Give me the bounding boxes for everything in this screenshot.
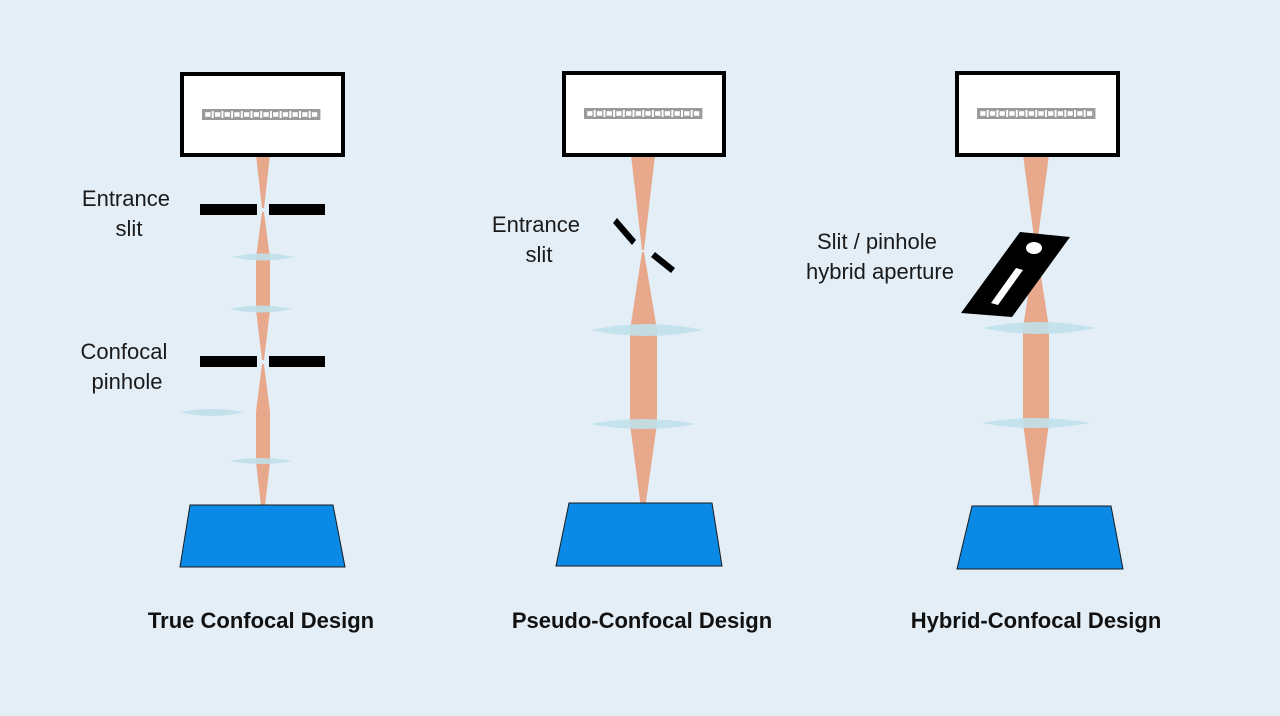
detector-pixel bbox=[1008, 109, 1016, 117]
detector bbox=[562, 71, 726, 157]
label-entrance-slit: Entrance slit bbox=[492, 212, 586, 267]
detector-pixel bbox=[233, 110, 241, 118]
sample-stage bbox=[555, 502, 723, 567]
lens bbox=[230, 458, 292, 464]
panel-title: Hybrid-Confocal Design bbox=[911, 608, 1162, 633]
panel-title: Pseudo-Confocal Design bbox=[512, 608, 772, 633]
lenses bbox=[590, 324, 703, 429]
detector-pixel bbox=[585, 109, 594, 117]
detector-pixel bbox=[634, 109, 643, 117]
detector-pixel bbox=[1017, 109, 1026, 117]
detector-pixel bbox=[682, 109, 691, 117]
lens bbox=[590, 419, 696, 429]
confocal-pinhole bbox=[200, 356, 325, 367]
detector-pixel bbox=[988, 109, 997, 117]
lens bbox=[983, 322, 1096, 334]
detector-pixel bbox=[252, 110, 261, 118]
detector bbox=[180, 72, 345, 157]
detector-pixel bbox=[310, 110, 319, 118]
detector-pixel bbox=[271, 110, 280, 118]
detector-pixel bbox=[262, 110, 270, 118]
sample-stage bbox=[956, 505, 1124, 570]
lenses bbox=[982, 322, 1096, 428]
detector-pixel bbox=[204, 110, 212, 118]
detector-pixel bbox=[978, 109, 987, 117]
detector-pixel bbox=[301, 110, 309, 118]
detector-pixel bbox=[1037, 109, 1045, 117]
lenses bbox=[180, 253, 294, 464]
detector-pixel bbox=[1075, 109, 1084, 117]
detector-pixel bbox=[1027, 109, 1036, 117]
entrance-slit bbox=[200, 204, 325, 215]
detector-pixel bbox=[663, 109, 672, 117]
panel-true-confocal: Entrance slit Confocal pinhole True Conf… bbox=[81, 72, 374, 633]
entrance-slit bbox=[613, 218, 675, 273]
detector-pixel bbox=[653, 109, 662, 117]
detector-pixel bbox=[281, 110, 290, 118]
detector-pixel bbox=[624, 109, 633, 117]
detector-pixel bbox=[998, 109, 1007, 117]
lens bbox=[230, 305, 292, 313]
detector-pixel-array bbox=[977, 108, 1096, 119]
detector bbox=[955, 71, 1120, 157]
light-beam bbox=[630, 155, 657, 516]
detector-pixel bbox=[291, 110, 299, 118]
detector-pixel bbox=[1056, 109, 1065, 117]
detector-pixel bbox=[595, 109, 604, 117]
panel-title: True Confocal Design bbox=[148, 608, 374, 633]
detector-pixel bbox=[692, 109, 701, 117]
lens bbox=[180, 409, 244, 416]
label-hybrid-aperture: Slit / pinhole hybrid aperture bbox=[806, 229, 954, 284]
detector-pixel bbox=[1046, 109, 1055, 117]
detector-pixel-array bbox=[584, 108, 703, 119]
label-confocal-pinhole: Confocal pinhole bbox=[81, 339, 174, 394]
panel-hybrid-confocal: Slit / pinhole hybrid aperture Hybrid-Co… bbox=[806, 71, 1162, 633]
label-entrance-slit: Entrance slit bbox=[82, 186, 176, 241]
detector-pixel bbox=[242, 110, 251, 118]
detector-pixel bbox=[615, 109, 623, 117]
light-beam bbox=[256, 155, 270, 515]
detector-pixel bbox=[213, 110, 222, 118]
lens bbox=[591, 324, 703, 336]
detector-pixel bbox=[223, 110, 232, 118]
panel-pseudo-confocal: Entrance slit Pseudo-Confocal Design bbox=[492, 71, 772, 633]
light-beam bbox=[1023, 155, 1049, 515]
detector-pixel bbox=[605, 109, 614, 117]
detector-pixel-array bbox=[202, 109, 321, 120]
detector-pixel bbox=[673, 109, 682, 117]
hybrid-aperture bbox=[961, 232, 1070, 317]
detector-pixel bbox=[1066, 109, 1075, 117]
sample-stage bbox=[179, 504, 346, 568]
detector-pixel bbox=[644, 109, 652, 117]
lens bbox=[232, 253, 294, 261]
detector-pixel bbox=[1085, 109, 1094, 117]
lens bbox=[982, 418, 1090, 428]
